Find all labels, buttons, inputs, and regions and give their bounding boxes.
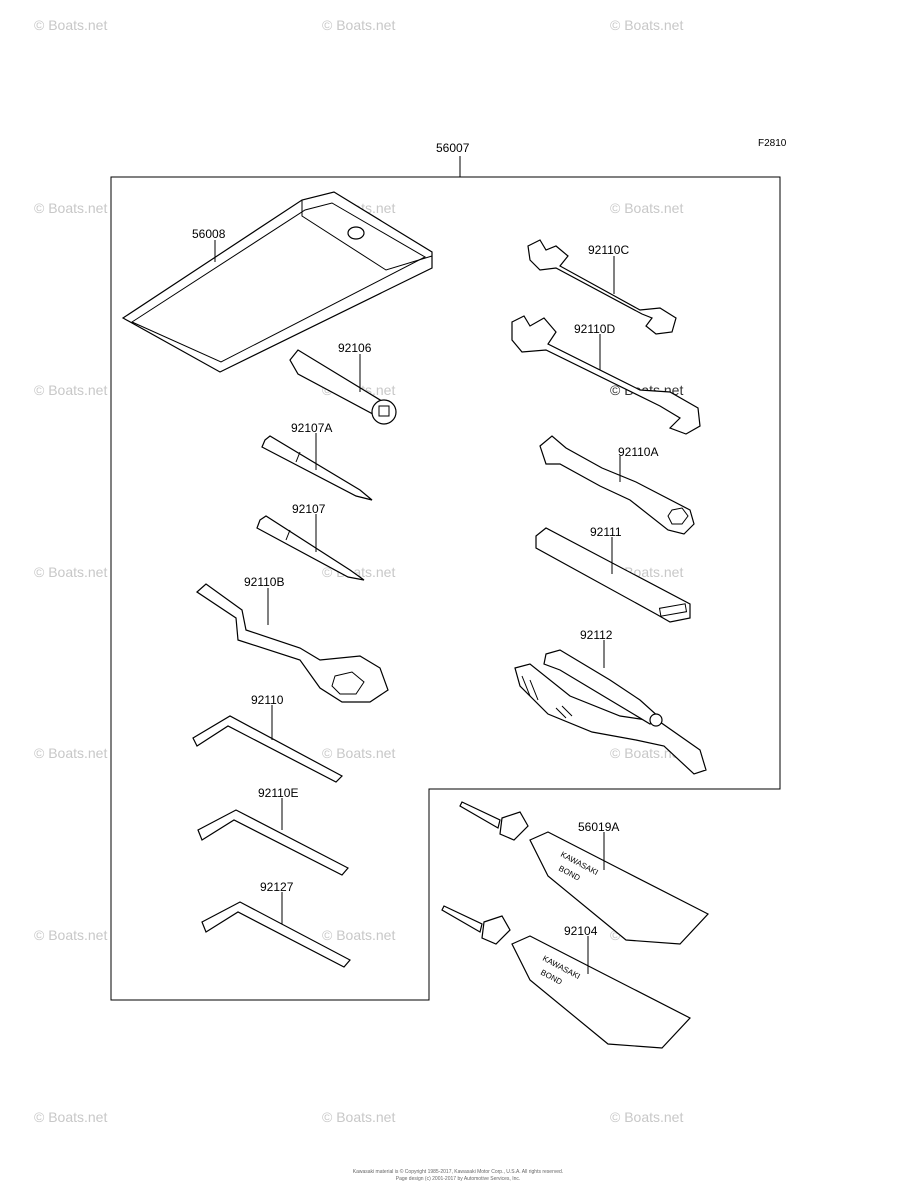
screwdriver-bit xyxy=(256,515,365,581)
ring-wrench xyxy=(196,583,389,703)
part-label-92110E: 92110E xyxy=(258,786,298,800)
part-label-56007: 56007 xyxy=(436,141,470,155)
screwdriver-bit-a xyxy=(261,435,373,501)
footer-page-design: Page design (c) 2001-2017 by Automotive … xyxy=(396,1176,521,1182)
socket-adapter xyxy=(289,349,397,425)
watermark: © Boats.net xyxy=(34,200,107,216)
part-label-92127: 92127 xyxy=(260,880,294,894)
part-label-92112: 92112 xyxy=(580,628,613,642)
part-label-92107A: 92107A xyxy=(291,421,332,435)
part-label-56019A: 56019A xyxy=(578,820,619,834)
tool-bag xyxy=(121,191,433,373)
part-label-56008: 56008 xyxy=(192,227,226,241)
watermark: © Boats.net xyxy=(322,17,395,33)
hex-key-e xyxy=(197,809,349,876)
box-socket xyxy=(539,435,695,535)
watermark: © Boats.net xyxy=(34,17,107,33)
watermark: © Boats.net xyxy=(610,745,683,761)
footer-copyright: Kawasaki material is © Copyright 1985-20… xyxy=(353,1168,563,1175)
part-label-92110: 92110 xyxy=(251,693,284,707)
kit-outline xyxy=(110,176,781,1001)
watermark: © Boats.net xyxy=(34,1109,107,1125)
part-label-92110D: 92110D xyxy=(574,322,615,336)
bond-tube: KAWASAKI BOND xyxy=(459,801,709,945)
watermark: © Boats.net xyxy=(610,200,683,216)
figure-code: F2810 xyxy=(758,138,787,149)
open-end-wrench-d xyxy=(511,315,701,435)
pliers xyxy=(514,649,707,775)
watermark: © Boats.net xyxy=(34,745,107,761)
part-label-92110A: 92110A xyxy=(618,445,658,459)
open-end-wrench xyxy=(527,239,677,335)
part-label-92110B: 92110B xyxy=(244,575,284,589)
part-label-92106: 92106 xyxy=(338,341,372,355)
watermark: © Boats.net xyxy=(322,927,395,943)
part-label-92110C: 92110C xyxy=(588,243,629,257)
watermark: © Boats.net xyxy=(322,1109,395,1125)
watermark: © Boats.net xyxy=(34,927,107,943)
watermark: © Boats.net xyxy=(34,564,107,580)
watermark: © Boats.net xyxy=(34,382,107,398)
tommy-bar xyxy=(535,527,691,623)
part-label-92107: 92107 xyxy=(292,502,326,516)
part-label-92111: 92111 xyxy=(590,525,622,539)
bond-tube-92104: KAWASAKI BOND xyxy=(441,905,691,1049)
hex-key xyxy=(192,715,343,783)
watermark: © Boats.net xyxy=(610,1109,683,1125)
hex-key-small xyxy=(201,901,351,968)
watermark: © Boats.net xyxy=(322,745,395,761)
part-label-92104: 92104 xyxy=(564,924,598,938)
watermark: © Boats.net xyxy=(610,17,683,33)
watermarks: © Boats.net © Boats.net © Boats.net © Bo… xyxy=(34,17,683,1125)
